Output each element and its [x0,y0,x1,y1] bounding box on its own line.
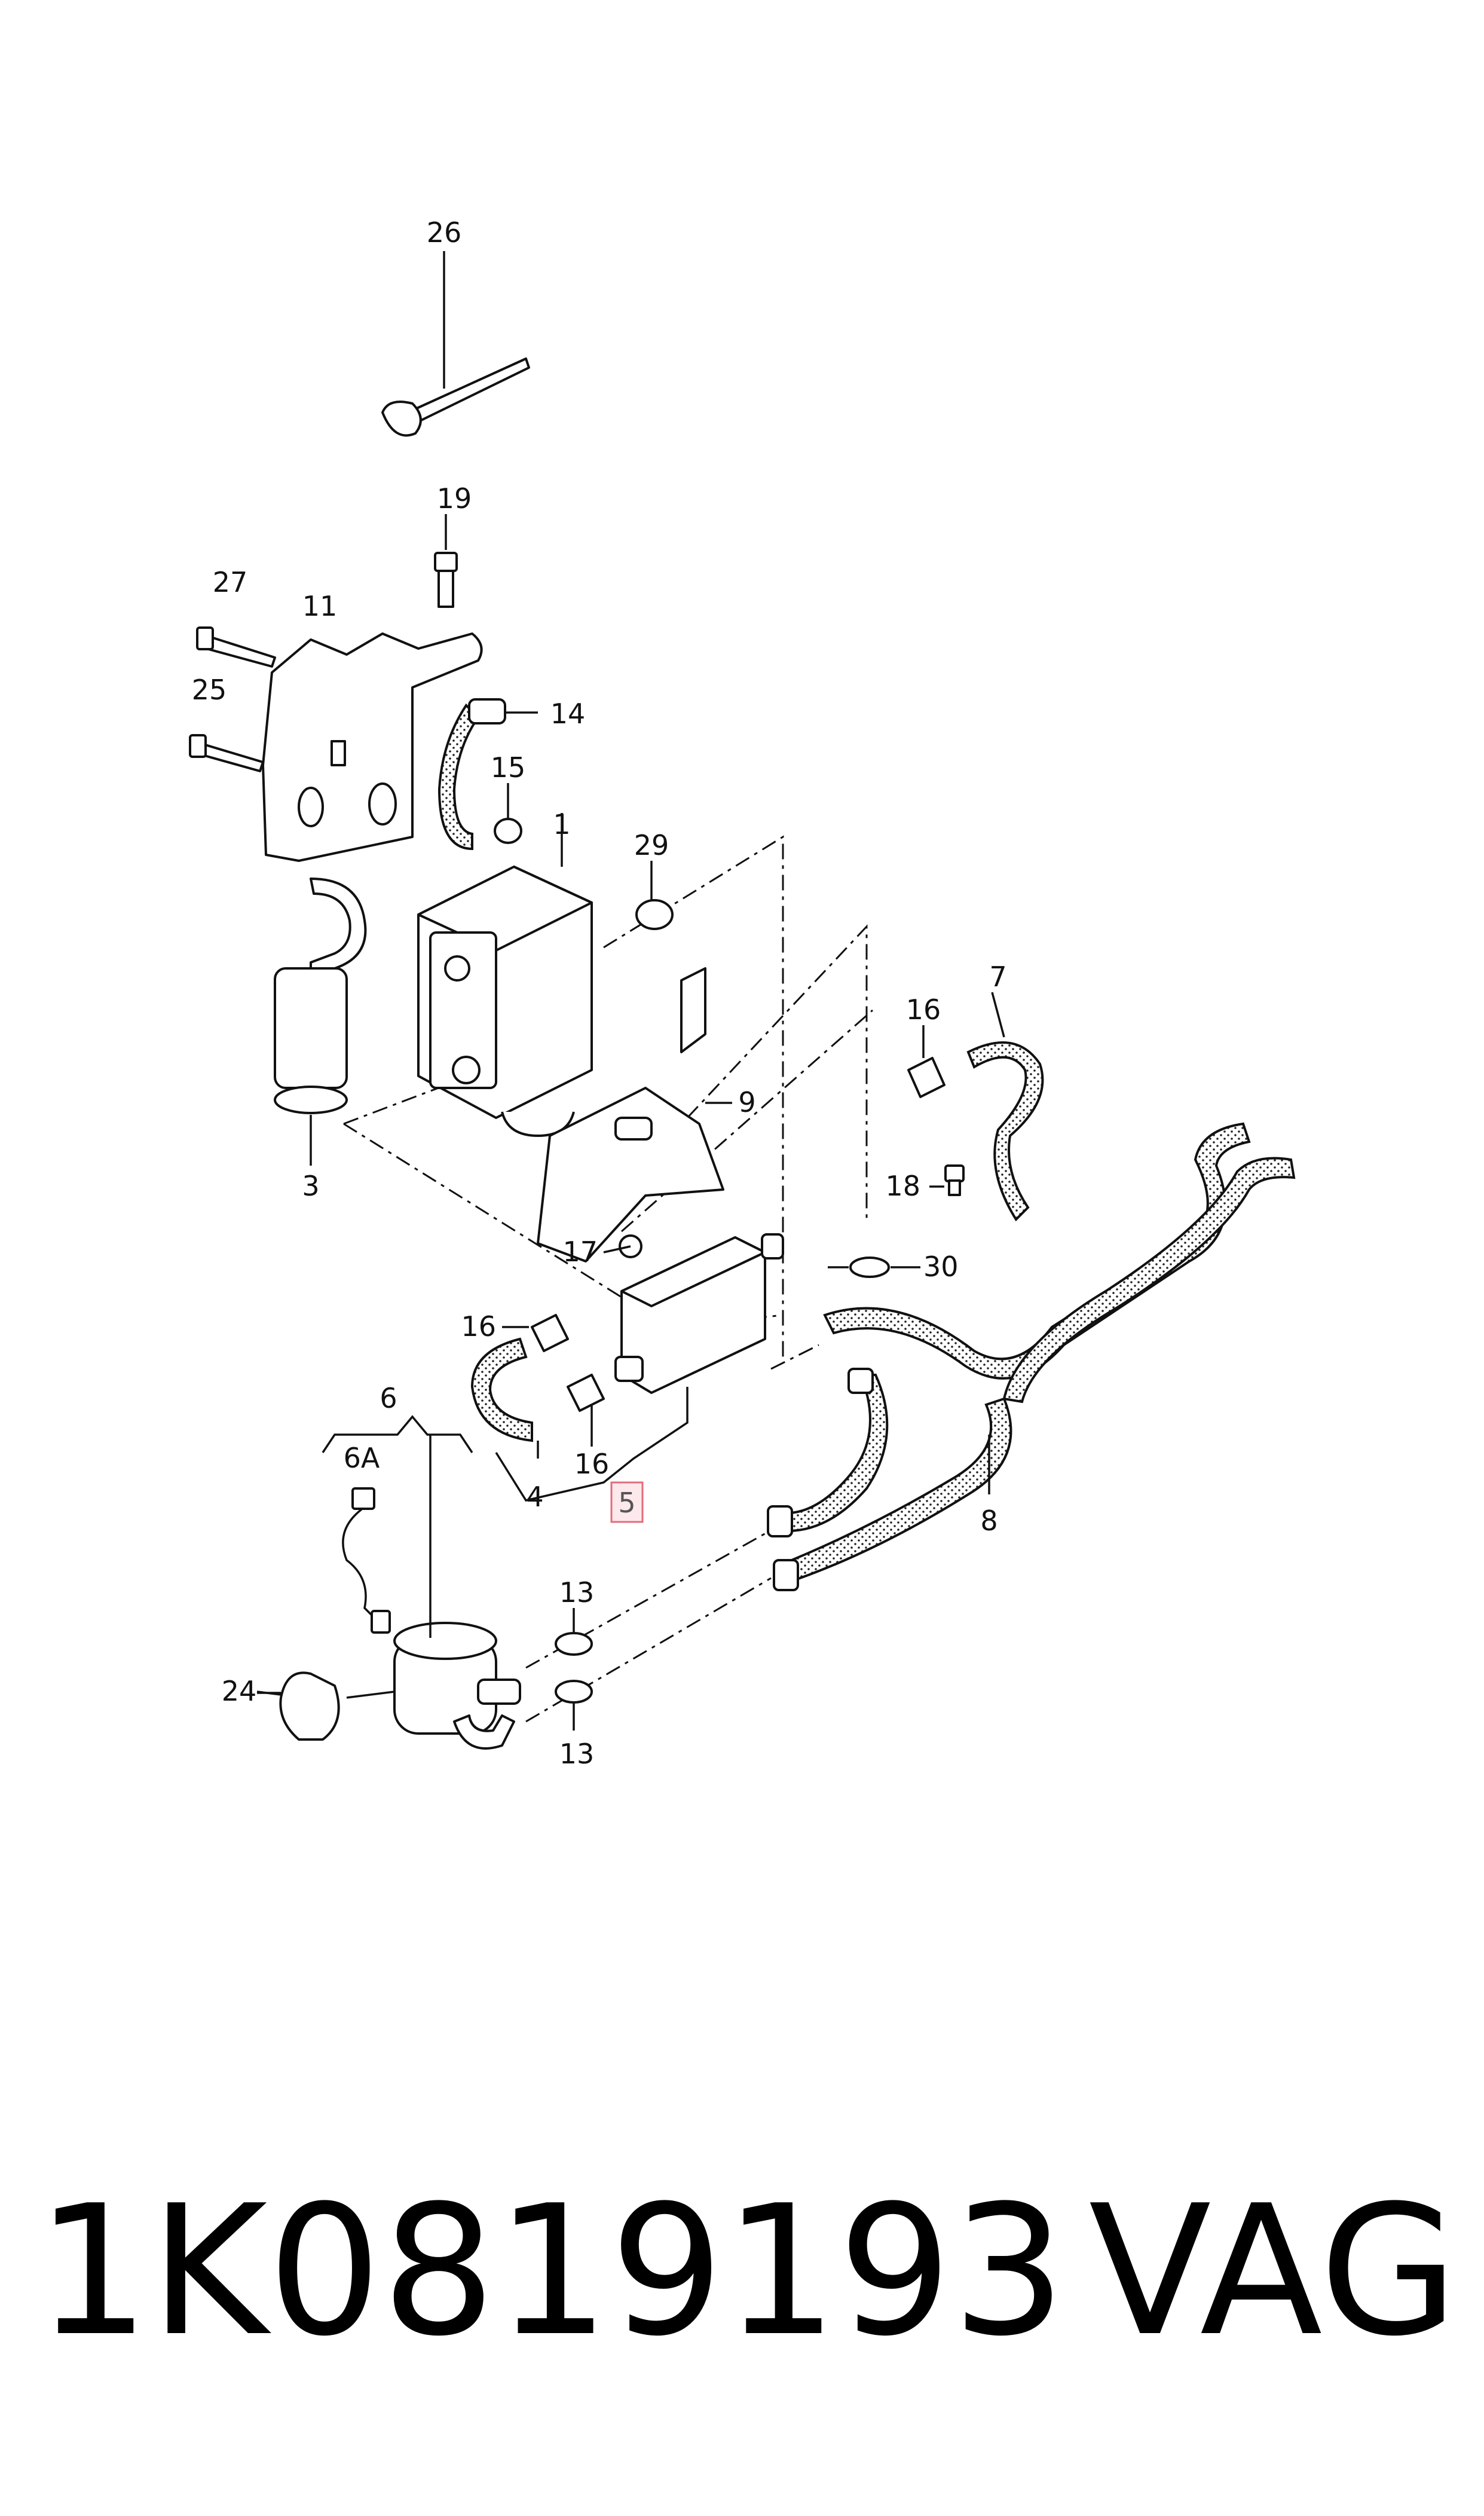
callout-29[interactable]: 29 [634,829,669,861]
callout-9[interactable]: 9 [738,1086,755,1118]
part-13-clamp-upper[interactable] [555,1608,593,1656]
callout-15[interactable]: 15 [491,751,526,784]
callout-17[interactable]: 17 [562,1236,598,1268]
brand-name: VAG [1088,2167,1458,2376]
callout-8[interactable]: 8 [980,1505,998,1537]
callout-7[interactable]: 7 [989,961,1006,993]
part-27-bolt[interactable] [196,626,276,668]
footer: 1K0819193 VAG [36,2176,1458,2367]
part-29-clamp[interactable] [635,861,674,930]
callout-16-right[interactable]: 16 [906,993,941,1026]
callout-13-lower[interactable]: 13 [559,1738,595,1770]
callout-labels: 26 19 27 11 25 14 15 1 29 7 16 9 3 18 17… [192,216,1007,1770]
highlight-box-part-5 [610,1481,644,1523]
part-16-clamp-lower[interactable] [567,1374,605,1412]
callout-19[interactable]: 19 [437,482,472,515]
part-18-bolt[interactable] [944,1164,965,1196]
callout-6a[interactable]: 6A [344,1442,380,1474]
callout-leaders [257,1185,944,1694]
callout-24[interactable]: 24 [222,1675,257,1707]
callout-4[interactable]: 4 [526,1481,543,1513]
part-3-pipe[interactable] [274,878,367,1166]
callout-1[interactable]: 1 [553,808,570,840]
part-9-bracket[interactable] [537,967,732,1262]
part-13-clamp-lower[interactable] [555,1680,593,1731]
part-5-heater-element[interactable] [614,1233,784,1394]
callout-16-left[interactable]: 16 [461,1310,496,1343]
part-24-cap[interactable] [256,1671,395,1741]
part-14-hose[interactable] [437,698,538,851]
part-4-hose[interactable] [470,1337,533,1442]
part-19-bolt[interactable] [434,514,458,608]
callout-26[interactable]: 26 [427,216,462,249]
part-6-pump[interactable] [322,1415,521,1750]
callout-25[interactable]: 25 [192,674,227,706]
callout-16-lower[interactable]: 16 [574,1448,610,1480]
callout-14[interactable]: 14 [550,698,586,730]
callout-3[interactable]: 3 [302,1170,319,1202]
callout-18[interactable]: 18 [885,1170,920,1202]
part-30-clamp[interactable] [849,1257,920,1278]
part-11-bracket[interactable] [262,632,483,862]
part-1-heater[interactable] [417,813,593,1137]
part-16-clamp-left[interactable] [502,1314,569,1352]
part-16-clamp-right[interactable] [907,1025,946,1098]
part-6a-connector[interactable] [342,1487,391,1634]
part-15-clamp[interactable] [494,783,522,844]
part-number: 1K0819193 [36,2167,1066,2376]
callout-30[interactable]: 30 [923,1251,959,1283]
part-7-hose[interactable] [966,992,1044,1222]
part-8-hose-assembly[interactable] [767,1122,1296,1591]
callout-27[interactable]: 27 [213,566,248,598]
callout-5[interactable]: 5 [618,1487,635,1519]
callout-6[interactable]: 6 [380,1382,397,1414]
part-25-bolt[interactable] [189,734,264,772]
callout-13-upper[interactable]: 13 [559,1576,595,1609]
part-26-cable-tie[interactable] [381,251,530,437]
callout-11[interactable]: 11 [302,590,338,622]
